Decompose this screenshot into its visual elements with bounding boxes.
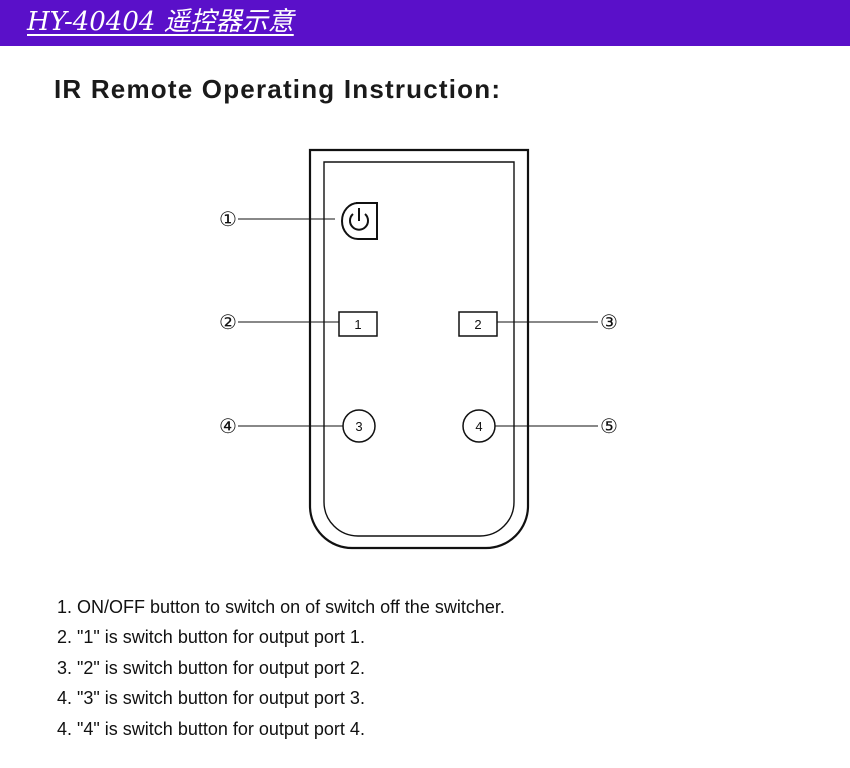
button-3[interactable]: 3: [342, 409, 376, 443]
instruction-list: 1. ON/OFF button to switch on of switch …: [57, 592, 505, 744]
callout-1: ①: [219, 209, 237, 231]
instruction-item: 4. "4" is switch button for output port …: [57, 718, 365, 739]
button-3-label: 3: [355, 419, 362, 434]
button-4-label: 4: [475, 419, 482, 434]
instruction-item: 1. ON/OFF button to switch on of switch …: [57, 597, 505, 617]
instruction-item: 2. "1" is switch button for output port …: [57, 627, 365, 648]
callout-4: ④: [219, 416, 237, 438]
header-bar: HY-40404 遥控器示意: [0, 0, 850, 46]
header-title: HY-40404 遥控器示意: [27, 7, 294, 37]
button-4[interactable]: 4: [462, 409, 496, 443]
power-button[interactable]: [341, 202, 378, 240]
button-1-label: 1: [354, 317, 361, 332]
instruction-item: 3. "2" is switch button for output port …: [57, 657, 365, 678]
instruction-item: 4. "3" is switch button for output port …: [57, 688, 365, 709]
callout-3: ③: [600, 312, 618, 334]
button-2[interactable]: 2: [458, 311, 498, 337]
remote-body-outer: [308, 148, 530, 550]
section-heading: IR Remote Operating Instruction:: [54, 74, 502, 104]
power-icon: [349, 208, 369, 231]
button-1[interactable]: 1: [338, 311, 378, 337]
button-2-label: 2: [474, 317, 481, 332]
callout-2: ②: [219, 312, 237, 334]
callout-5: ⑤: [600, 416, 618, 438]
remote-body-inner: [323, 161, 515, 537]
